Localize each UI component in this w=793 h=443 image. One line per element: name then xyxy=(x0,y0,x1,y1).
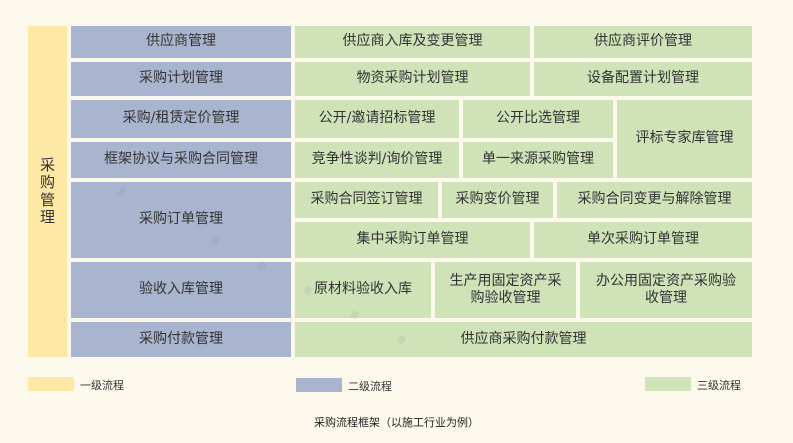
level3-expert-pool: 评标专家库管理 xyxy=(617,100,752,178)
level2-contract-management: 框架协议与采购合同管理 xyxy=(71,142,291,178)
level3-single-order: 单次采购订单管理 xyxy=(534,222,752,258)
legend-label-level1: 一级流程 xyxy=(80,379,124,392)
level3-central-order: 集中采购订单管理 xyxy=(295,222,530,258)
level3-material-plan: 物资采购计划管理 xyxy=(295,62,530,96)
level3-raw-material: 原材料验收入库 xyxy=(295,262,431,318)
diagram-caption: 采购流程框架（以施工行业为例） xyxy=(314,416,479,429)
level3-open-bid: 公开/邀请招标管理 xyxy=(295,100,459,138)
level1-label: 采购管理 xyxy=(39,156,55,226)
level1-procurement-management: 采购管理 xyxy=(28,26,67,357)
level2-procurement-plan: 采购计划管理 xyxy=(71,62,291,96)
level3-open-compare: 公开比选管理 xyxy=(463,100,613,138)
level2-pricing-management: 采购/租赁定价管理 xyxy=(71,100,291,138)
level3-supplier-onboard: 供应商入库及变更管理 xyxy=(295,26,530,58)
legend-swatch-level1 xyxy=(28,377,74,391)
legend-label-level3: 三级流程 xyxy=(697,379,741,392)
level3-contract-sign: 采购合同签订管理 xyxy=(295,182,438,218)
level3-supplier-payment: 供应商采购付款管理 xyxy=(295,322,752,357)
level3-production-asset: 生产用固定资产采购验收管理 xyxy=(435,262,576,318)
level3-single-source: 单一来源采购管理 xyxy=(463,142,613,178)
level3-price-change: 采购变价管理 xyxy=(442,182,553,218)
legend-swatch-level3 xyxy=(645,377,691,391)
level3-equipment-plan: 设备配置计划管理 xyxy=(534,62,752,96)
level3-office-asset: 办公用固定资产采购验收管理 xyxy=(580,262,752,318)
level3-supplier-eval: 供应商评价管理 xyxy=(534,26,752,58)
legend-label-level2: 二级流程 xyxy=(348,380,392,393)
level3-negotiation: 竞争性谈判/询价管理 xyxy=(295,142,459,178)
legend-swatch-level2 xyxy=(296,378,342,392)
level2-order-management: 采购订单管理 xyxy=(71,182,291,258)
level2-payment-management: 采购付款管理 xyxy=(71,322,291,357)
level2-receiving-management: 验收入库管理 xyxy=(71,262,291,318)
level2-supplier-management: 供应商管理 xyxy=(71,26,291,58)
level3-contract-change: 采购合同变更与解除管理 xyxy=(557,182,752,218)
